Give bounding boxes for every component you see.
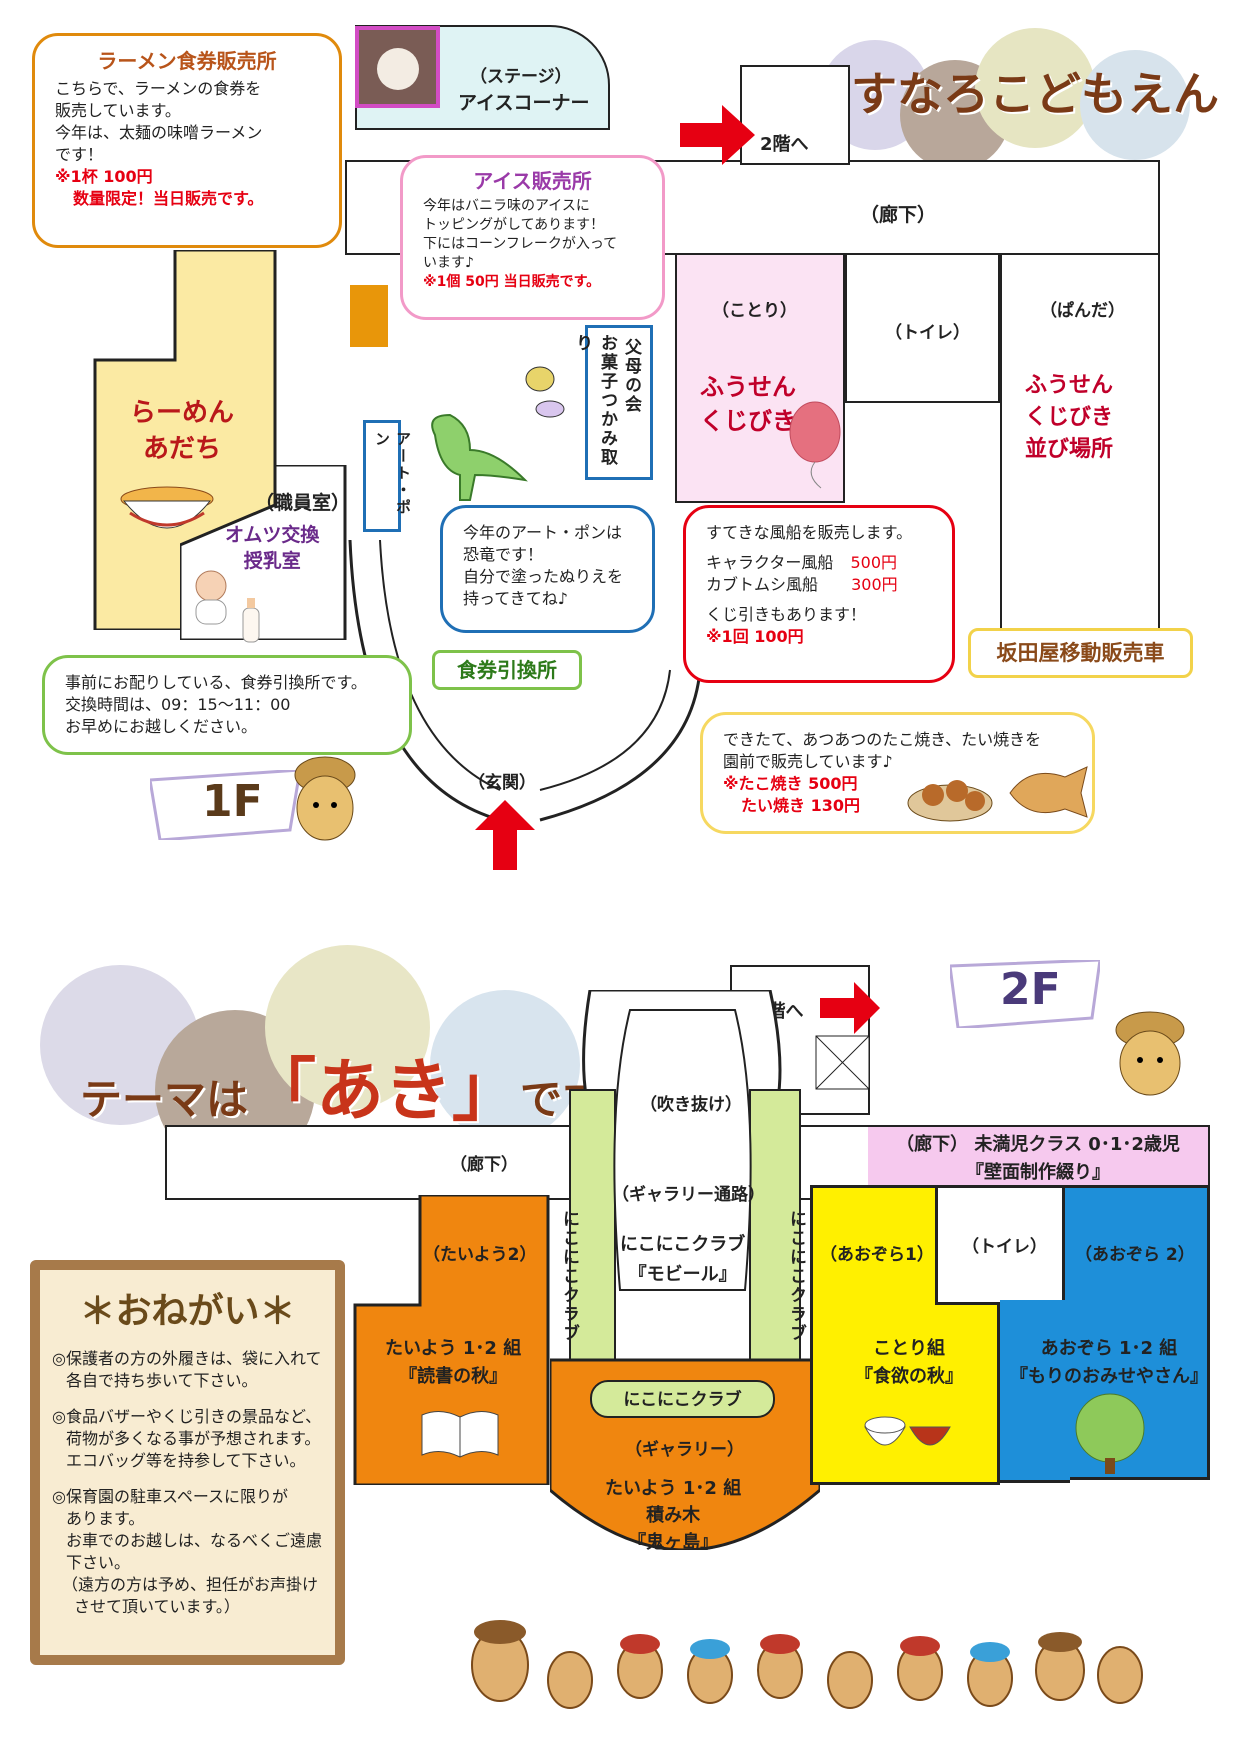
taiyou-class-label: たいよう 1･2 組『読書の秋』 (385, 1338, 522, 1387)
arrow-right-icon (820, 982, 880, 1034)
panda-room (1000, 253, 1160, 633)
theme-title: テーマは「あき」です (80, 1052, 605, 1131)
kotori-label: （ことり） (712, 301, 797, 321)
acorn-mascot-icon (1110, 1005, 1190, 1110)
watercolor-circle (975, 28, 1095, 148)
balloon-sale-bubble: すてきな風船を販売します。 キャラクター風船 500円 カブトムシ風船 300円… (683, 505, 955, 683)
taiyaki-icon (1005, 765, 1090, 820)
corridor-label-2f: （廊下） (450, 1155, 518, 1175)
ice-corner-label: アイスコーナー (458, 92, 590, 114)
balloon-icon (775, 400, 855, 490)
truck-bubble: できたて、あつあつのたこ焼き、たい焼きを 園前で販売しています♪ ※たこ焼き 5… (700, 712, 1095, 834)
floor-1f-badge: 1F (148, 768, 302, 842)
ramen-bowl-icon (120, 485, 215, 545)
acorn-mascot-icon (290, 750, 360, 860)
arrow-up-icon (475, 800, 535, 870)
kindergarten-title: あすなろこどもえん (805, 67, 1219, 121)
entrance-hall-outline (348, 539, 702, 822)
aozora-class-label: あおぞら 1･2 組『もりのおみせやさん』 (1010, 1338, 1208, 1387)
notice-item: ◎食品バザーやくじ引きの景品など、荷物が多くなる事が予想されます。エコバッグ等を… (52, 1407, 322, 1470)
taiyou2-label: （たいよう2） (423, 1245, 537, 1265)
gallery-work-label: たいよう 1･2 組積み木『鬼ヶ島』 (605, 1478, 742, 1553)
art-pon-box: アート・ポン (363, 420, 412, 532)
rice-bowl-icon (860, 1405, 955, 1465)
notice-title: ＊おねがい＊ (79, 1291, 296, 1332)
entrance-label: （玄関） (468, 773, 536, 793)
panda-label: （ぱんだ） (1040, 301, 1125, 321)
atrium-label: （吹き抜け） (640, 1095, 742, 1115)
stairs-1f (740, 65, 850, 165)
truck-title: 坂田屋移動販売車 (968, 628, 1193, 678)
gallery-passage-label: （ギャラリー通路） (612, 1185, 765, 1205)
ice-photo (355, 26, 440, 108)
stage-label: （ステージ） (470, 67, 572, 87)
toilet-label-1f: （トイレ） (885, 323, 970, 343)
watercolor-circle (1080, 50, 1190, 160)
taiyou-room (353, 1195, 550, 1485)
kotori-class-label: ことり組『食欲の秋』 (855, 1338, 963, 1387)
aozora2-label: （あおぞら 2） (1075, 1245, 1195, 1265)
ticket-booth-marker (350, 285, 388, 347)
toilet-label-2f: （トイレ） (962, 1237, 1047, 1257)
gallery-label: （ギャラリー） (625, 1440, 744, 1460)
watercolor-circle (430, 990, 580, 1140)
acorn-parade-illustration (471, 1620, 1143, 1709)
nikoniko-side-left: にこにこクラブ (559, 1210, 579, 1343)
ice-booth-bubble: アイス販売所 今年はバニラ味のアイスに トッピングがしてあります！ 下にはコーン… (400, 155, 665, 320)
notice-item: ◎保護者の方の外履きは、袋に入れて各自で持ち歩いて下さい。 (52, 1349, 322, 1390)
infant-class-band: （廊下） 未満児クラス 0･1･2歳児 『壁面制作綴り』 (868, 1127, 1208, 1189)
ramen-booth-bubble: ラーメン食券販売所 こちらで、ラーメンの食券を 販売しています。 今年は、太麺の… (32, 33, 342, 248)
book-icon (420, 1405, 500, 1460)
tree-icon (1065, 1390, 1155, 1475)
watercolor-circle (265, 945, 430, 1110)
notice-item: ◎保育園の駐車スペースに限りがあります。お車でのお越しは、なるべくご遠慮下さい。… (52, 1487, 323, 1616)
diaper-room-label: オムツ交換授乳室 (225, 524, 320, 572)
ice-booth-title: アイス販売所 (473, 169, 592, 193)
ticket-exchange-bubble: 事前にお配りしている、食券引換所です。 交換時間は、09：15〜11：00 お早… (42, 655, 412, 755)
nikoniko-banner: にこにこクラブ (590, 1380, 775, 1418)
notice-board: ＊おねがい＊ ◎保護者の方の外履きは、袋に入れて各自で持ち歩いて下さい。 ◎食品… (30, 1260, 345, 1665)
nikoniko-mobile-label: にこにこクラブ『モビール』 (620, 1234, 746, 1285)
parents-candy-box: 父母の会 お菓子つかみ取り (572, 325, 653, 480)
aozora1-label: （あおぞら1） (820, 1245, 934, 1265)
floor-2f-badge: 2F (948, 958, 1102, 1030)
takoyaki-icon (905, 765, 995, 825)
arrow-right-icon (680, 105, 755, 165)
staff-room-label: （職員室） (255, 492, 351, 514)
dinosaur-icon (415, 405, 535, 505)
baby-bottle-icon (240, 598, 262, 644)
balloon-queue-label: ふうせんくじびき並び場所 (1025, 373, 1114, 462)
baby-icon (186, 568, 236, 628)
balloon-lottery-label: ふうせんくじびき (700, 373, 796, 435)
ramen-room-label: らーめんあだち (130, 398, 235, 464)
nikoniko-side-right: にこにこクラブ (786, 1210, 806, 1343)
corridor-label-1f: （廊下） (860, 204, 937, 226)
art-pon-bubble: 今年のアート・ポンは 恐竜です！ 自分で塗ったぬりえを 持ってきてね♪ (440, 505, 655, 633)
aozora-lower-block (1000, 1300, 1070, 1483)
ticket-exchange-title: 食券引換所 (432, 650, 582, 690)
to-2f-label: 2階へ (760, 134, 809, 155)
candy-icon (510, 355, 580, 425)
stairs-cross-icon (815, 1035, 870, 1090)
toilet-1f (845, 253, 1000, 403)
ramen-booth-title: ラーメン食券販売所 (97, 49, 277, 73)
